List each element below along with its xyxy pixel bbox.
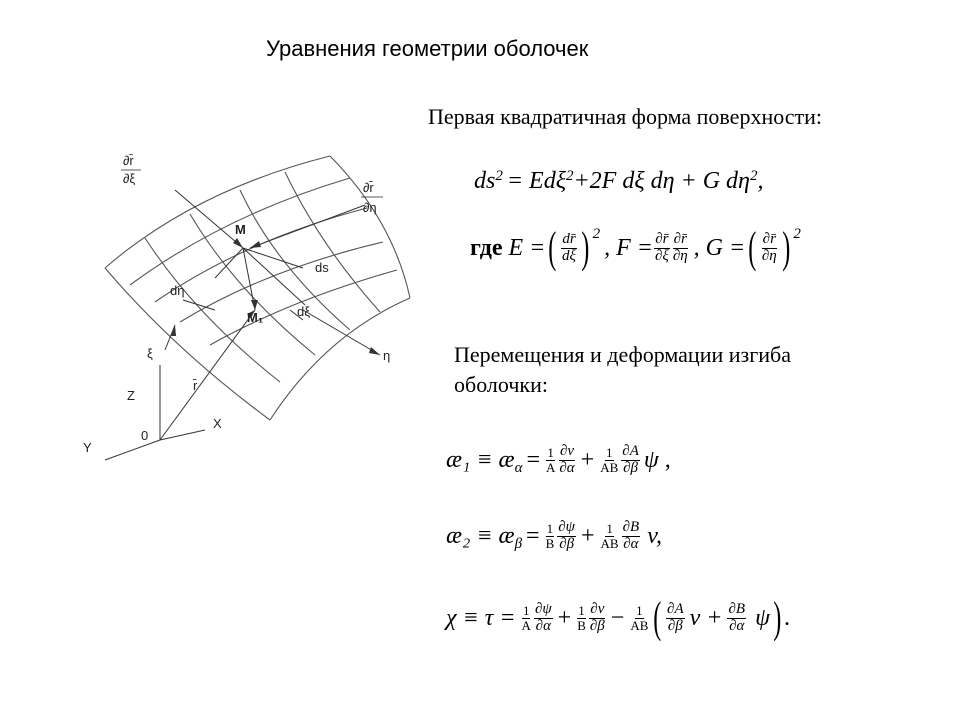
label-M1: M₁ <box>247 310 263 325</box>
m-line <box>214 247 244 279</box>
formula-coefficients: где E = ( dr̄dξ )2 , F = ∂r̄∂ξ ∂r̄∂η , G… <box>470 223 801 272</box>
grid-line <box>284 171 381 313</box>
e-sq: 2 <box>592 226 601 242</box>
ds-exp: 2 <box>495 168 503 184</box>
radius-vector <box>159 309 256 441</box>
ds-vector <box>242 247 256 311</box>
ds-exp3: 2 <box>749 168 758 184</box>
g-lhs: , G = <box>693 234 746 261</box>
ds-rhs2: +2F dξ dη + G dη <box>573 168 750 194</box>
ds-vector-2 <box>242 247 304 269</box>
label-dr-deta-den: ∂η <box>363 200 377 215</box>
d-xi-marker <box>289 309 304 321</box>
surface-right-edge <box>329 155 411 299</box>
ds-tail: , <box>757 168 764 194</box>
surface-top-edge <box>104 155 331 269</box>
ds-exp2: 2 <box>565 168 574 184</box>
grid-line <box>189 213 316 356</box>
label-X: X <box>213 416 222 431</box>
arrowhead <box>250 241 261 248</box>
e-lhs: E = <box>508 234 546 261</box>
label-xi: ξ <box>147 346 153 361</box>
tangent-xi-vector <box>174 189 244 249</box>
label-dr-dxi-num: ∂r̄ <box>123 153 134 168</box>
e-fraction: dr̄dξ <box>561 230 577 264</box>
arrowhead <box>233 238 243 248</box>
grid-line <box>129 177 351 286</box>
tangent-eta-vector <box>249 204 366 249</box>
arrowhead <box>369 347 380 355</box>
g-fraction: ∂r̄∂η <box>761 230 777 264</box>
label-r: r̄ <box>193 378 198 393</box>
slide-title: Уравнения геометрии оболочек <box>266 36 589 61</box>
f-fraction-1: ∂r̄∂ξ <box>654 230 670 264</box>
surface-left-edge <box>104 267 271 421</box>
label-eta: η <box>383 348 390 363</box>
ds-lhs: ds <box>474 168 496 194</box>
arrowhead <box>247 310 255 318</box>
label-ds: ds <box>315 260 329 275</box>
label-Z: Z <box>127 388 135 403</box>
grid-line <box>209 269 398 346</box>
x-axis <box>159 429 206 441</box>
label-Y: Y <box>83 440 92 455</box>
where-word: где <box>470 234 503 261</box>
label-d-xi: dξ <box>297 304 310 319</box>
eta-direction-line <box>302 309 381 356</box>
heading-displacements: Перемещения и деформации изгиба оболочки… <box>454 342 791 397</box>
surface-bottom-edge <box>269 297 411 421</box>
ds-rhs1: = Edξ <box>506 168 566 194</box>
m-line-2 <box>242 247 306 306</box>
shell-surface-diagram: ∂r̄ ∂ξ ∂r̄ ∂η M M₁ ds dη dξ ξ η r̄ Z X Y… <box>83 153 411 461</box>
arrowhead <box>171 325 176 336</box>
arrowhead <box>251 300 258 310</box>
grid-line <box>144 237 281 383</box>
d-eta-marker <box>182 299 216 311</box>
heading-first-form: Первая квадратичная форма поверхности: <box>428 104 823 129</box>
xi-direction-line <box>164 324 176 351</box>
f-fraction-2: ∂r̄∂η <box>672 230 688 264</box>
f-lhs: , F = <box>604 234 653 261</box>
y-axis <box>104 439 161 461</box>
label-M: M <box>235 222 246 237</box>
label-d-eta: dη <box>170 283 184 298</box>
label-dr-deta-num: ∂r̄ <box>363 180 374 195</box>
label-origin: 0 <box>141 428 148 443</box>
label-dr-dxi-den: ∂ξ <box>123 171 135 186</box>
g-sq: 2 <box>793 226 801 242</box>
